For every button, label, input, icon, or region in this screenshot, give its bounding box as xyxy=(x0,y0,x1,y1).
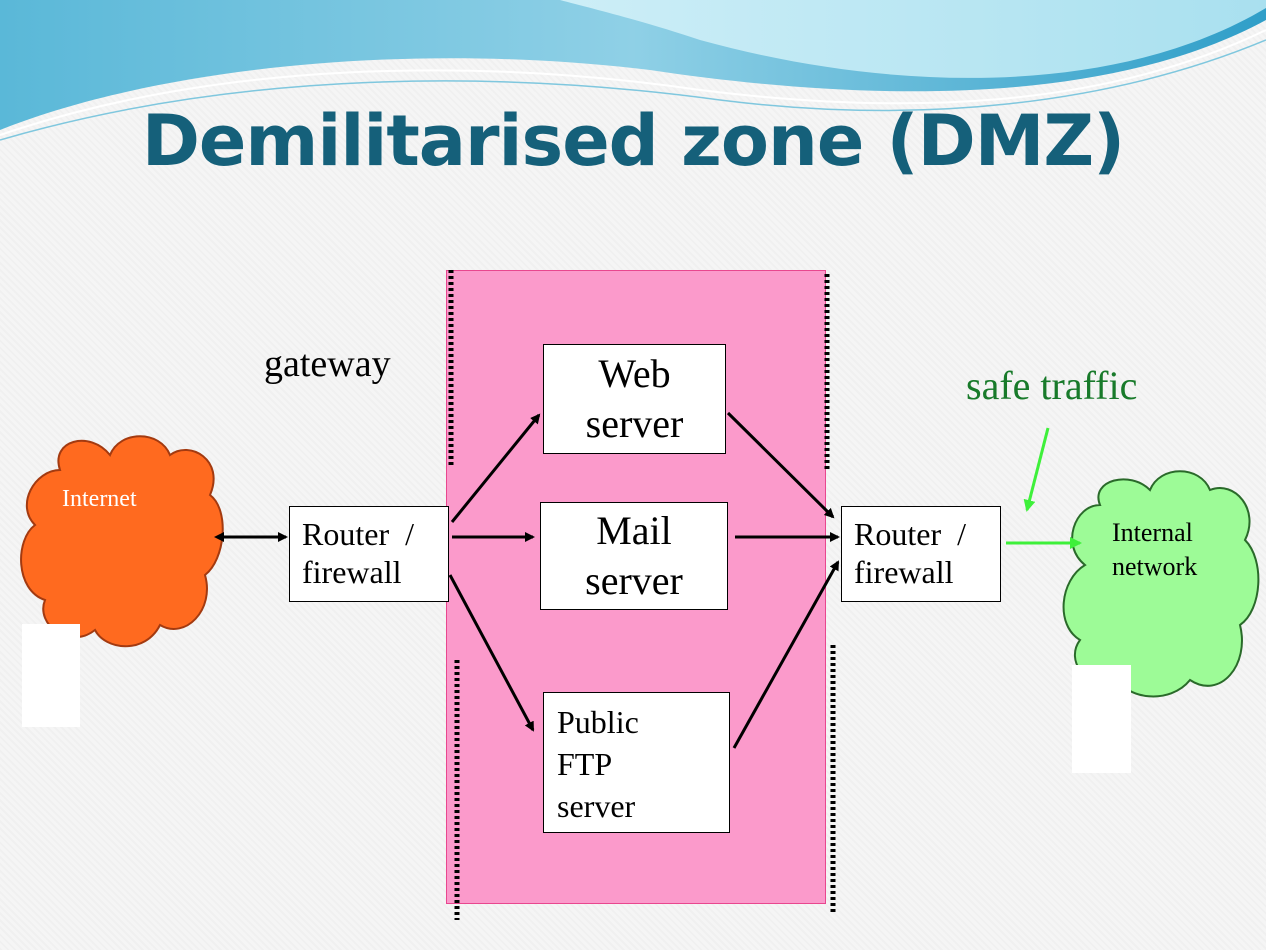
page-title: Demilitarised zone (DMZ) xyxy=(141,100,1125,182)
internal-network-label-line1: Internal xyxy=(1112,518,1193,547)
ftp-server-line3: server xyxy=(557,788,636,824)
internal-network-label: Internal network xyxy=(1112,516,1197,584)
internet-label: Internet xyxy=(62,486,137,512)
router-to-ftp-arrow xyxy=(448,574,535,732)
safe-traffic-pointer xyxy=(1023,427,1050,512)
web-server-line1: Web xyxy=(598,351,671,396)
blank-patch-left xyxy=(22,624,80,727)
internet-cloud-icon xyxy=(20,435,224,648)
internal-network-cloud-icon xyxy=(1062,470,1260,698)
ftp-server-line1: Public xyxy=(557,704,639,740)
mail-server-box: Mail server xyxy=(540,502,728,610)
router-to-web-arrow xyxy=(450,413,541,523)
mail-server-line1: Mail xyxy=(596,508,672,553)
web-server-box: Web server xyxy=(543,344,726,454)
ftp-server-line2: FTP xyxy=(557,746,613,782)
safe-traffic-label: safe traffic xyxy=(966,363,1138,408)
web-server-line2: server xyxy=(585,401,684,446)
ftp-server-box: Public FTP server xyxy=(543,692,730,833)
mail-server-line2: server xyxy=(585,558,683,603)
ftp-to-router-arrow xyxy=(732,560,840,749)
router-firewall-right: Router / firewall xyxy=(841,506,1001,602)
router-right-line1: Router / xyxy=(854,516,966,552)
router-left-line1: Router / xyxy=(302,516,414,552)
gateway-label: gateway xyxy=(264,343,391,385)
router-left-line2: firewall xyxy=(302,554,402,590)
web-to-router-arrow xyxy=(726,411,835,519)
router-firewall-left: Router / firewall xyxy=(289,506,449,602)
internal-network-label-line2: network xyxy=(1112,552,1198,581)
blank-patch-right xyxy=(1072,665,1131,773)
router-right-line2: firewall xyxy=(854,554,954,590)
